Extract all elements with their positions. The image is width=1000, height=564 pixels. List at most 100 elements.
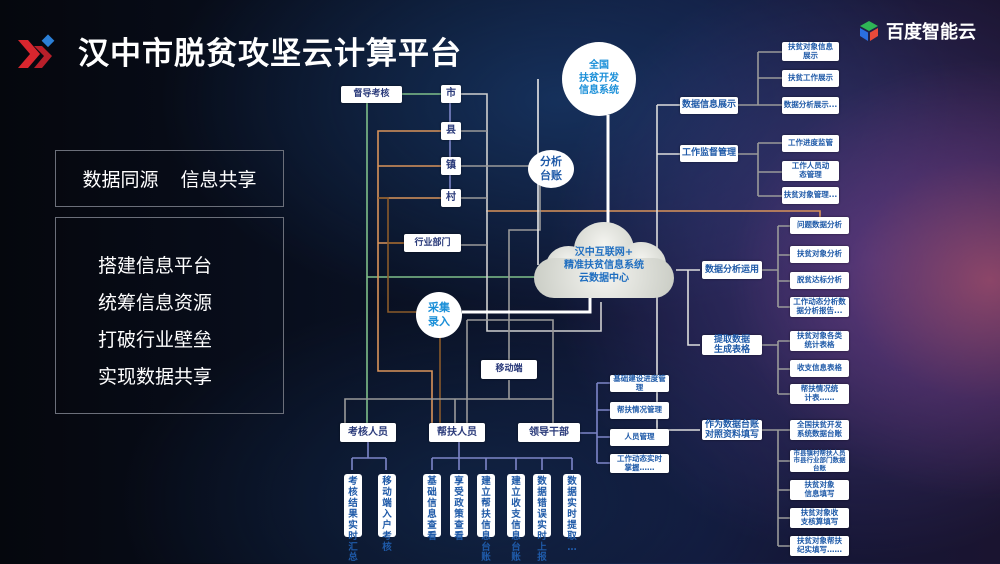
char: 信 (481, 519, 491, 531)
group-work-supervision: 工作监督管理 (680, 145, 738, 162)
char: 息 (511, 530, 521, 542)
baidu-cloud-hexagon-icon (860, 21, 878, 41)
char: 端 (382, 497, 392, 509)
group-item: 扶贫对象分析 (790, 246, 849, 263)
label: 全国 (589, 60, 609, 72)
label: 扶贫开发 (579, 72, 619, 84)
label: 台账 (540, 169, 562, 182)
char: 上 (537, 541, 547, 553)
char: 报 (537, 552, 547, 564)
label: 云数据中心 (579, 273, 629, 284)
group-item: 扶贫对象帮扶纪实填写…… (790, 536, 849, 556)
char: 台 (481, 541, 491, 553)
char: 考 (382, 530, 392, 542)
goal-item: 搭建信息平台 (98, 255, 213, 277)
char: 扶 (481, 508, 491, 520)
slogan-left: 数据同源 (82, 169, 159, 191)
char: 户 (382, 519, 392, 531)
label: 精准扶贫信息系统 (564, 260, 644, 271)
label: 采集 (428, 301, 450, 315)
char: 核 (382, 541, 392, 553)
group-item: 扶贫工作展示 (782, 70, 839, 87)
label: 分析 (540, 155, 562, 169)
group-item: 市县镇村帮扶人员市县行业部门数据台账 (790, 449, 849, 472)
leader-function: 人员管理 (610, 429, 669, 446)
node-collect-input: 采集录入 (416, 292, 462, 338)
char: 果 (348, 508, 358, 520)
char: 考 (348, 476, 358, 487)
label: 汉中互联网+ (574, 247, 634, 258)
group-data-display: 数据信息展示 (680, 97, 738, 114)
char: 入 (382, 508, 392, 520)
group-item: 工作人员动态管理 (782, 161, 839, 181)
char: 看 (454, 530, 464, 542)
node-level-village: 村 (441, 189, 461, 207)
char: 结 (348, 497, 358, 509)
node-role-assessor: 考核人员 (340, 423, 396, 442)
group-item: 脱贫达标分析 (790, 272, 849, 289)
brand-name: 百度智能云 (886, 22, 976, 43)
group-item: 扶贫对象管理... (782, 187, 839, 204)
char: 支 (511, 508, 521, 520)
char: 息 (427, 508, 437, 520)
slogan-panel: 数据同源 信息共享 (55, 150, 284, 207)
node-national-system: 全国扶贫开发信息系统 (562, 42, 636, 116)
assessor-function: 考核结果实时汇总 (344, 474, 362, 563)
helper-function: 建立收支信息台账 (507, 474, 525, 563)
char: 收 (511, 497, 521, 509)
char: 台 (511, 541, 521, 553)
char: 核 (348, 486, 358, 498)
char: 帮 (481, 497, 491, 509)
assessor-function: 移动端入户考核 (378, 474, 396, 552)
node-cloud-data-center: 汉中互联网+ 精准扶贫信息系统 云数据中心 (534, 222, 674, 302)
node-level-county: 县 (441, 122, 461, 140)
char: 基 (427, 476, 437, 487)
slogan-right: 信息共享 (180, 169, 257, 191)
group-ledger-reference: 作为数据台账对照资料填写 (702, 420, 762, 440)
label: 信息系统 (579, 85, 619, 97)
group-item: 扶贫对象各类统计表格 (790, 331, 849, 351)
goals-panel: 搭建信息平台 统筹信息资源 打破行业壁垒 实现数据共享 (55, 217, 284, 414)
group-item: 工作动态分析数据分析报告... (790, 297, 849, 317)
leader-function: 工作动态实时掌握…… (610, 454, 669, 473)
leader-function: 基础建设进度管理 (610, 374, 669, 392)
helper-function: 数据实时提取… (563, 474, 581, 552)
char: 据 (537, 486, 547, 498)
group-item: 全国扶贫开发系统数据台账 (790, 420, 849, 440)
char: 时 (348, 530, 358, 542)
goal-item: 打破行业壁垒 (98, 329, 213, 351)
helper-function: 建立帮扶信息台账 (477, 474, 495, 563)
char: 建 (511, 476, 521, 487)
helper-function: 数据错误实时上报 (533, 474, 551, 563)
node-level-city: 市 (441, 85, 461, 103)
char: 实 (567, 497, 577, 509)
char: 信 (427, 497, 437, 509)
helper-function: 基础信息查看 (423, 474, 441, 542)
char: 数 (567, 476, 577, 487)
char: 汇 (348, 541, 358, 553)
node-mobile: 移动端 (481, 360, 537, 379)
group-extract-tables: 提取数据生成表格 (702, 335, 762, 355)
char: 享 (454, 476, 464, 487)
char: 实 (348, 519, 358, 531)
char: 受 (454, 486, 464, 498)
page-title: 汉中市脱贫攻坚云计算平台 (78, 36, 462, 72)
char: 数 (537, 476, 547, 487)
char: 提 (567, 519, 577, 531)
group-item: 数据分析展示... (782, 97, 839, 114)
node-role-leader: 领导干部 (518, 423, 580, 442)
char: 建 (481, 476, 491, 487)
group-item: 扶贫对象信息填写 (790, 480, 849, 500)
goal-item: 统筹信息资源 (98, 292, 213, 314)
char: 总 (348, 552, 358, 564)
char: … (567, 541, 577, 553)
char: 看 (427, 530, 437, 542)
char: 查 (454, 519, 464, 531)
node-industry-dept: 行业部门 (404, 234, 461, 252)
group-item: 扶贫对象收支核算填写 (790, 508, 849, 528)
group-item: 扶贫对象信息展示 (782, 42, 839, 61)
group-item: 帮扶情况统计表…… (790, 384, 849, 404)
label: 录入 (428, 315, 450, 328)
node-analysis-ledger: 分析台账 (528, 150, 574, 188)
